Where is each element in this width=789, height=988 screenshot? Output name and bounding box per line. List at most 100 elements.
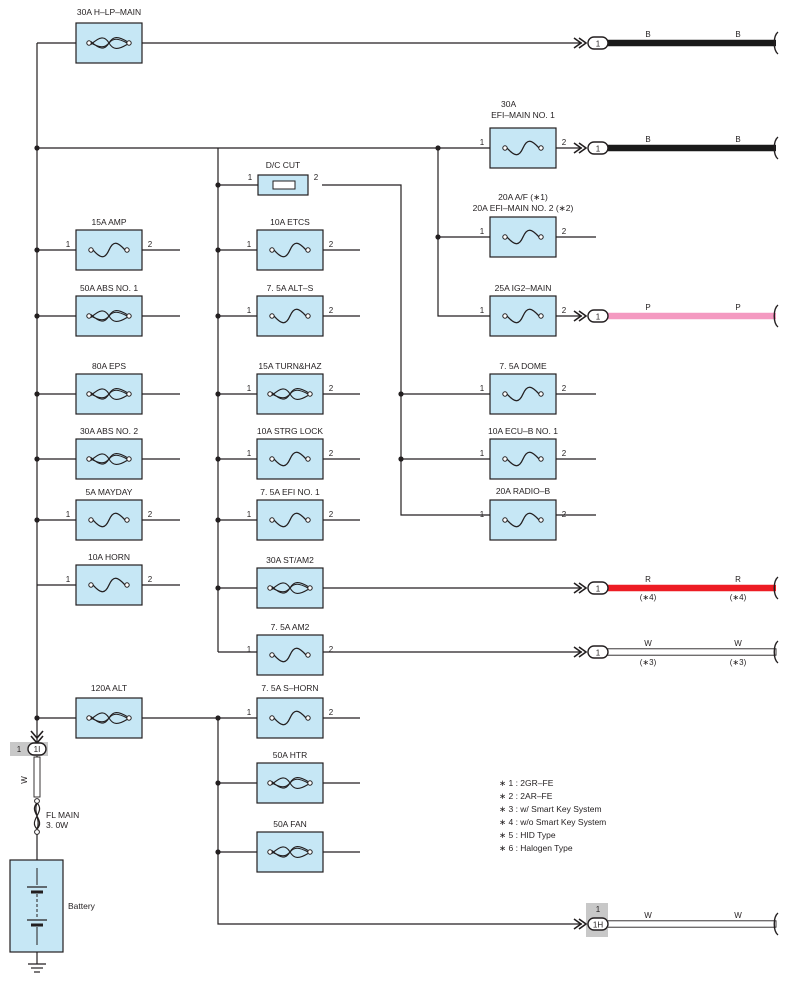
harness-break <box>773 136 779 160</box>
pin-1-label: 1 <box>480 384 485 393</box>
pin-1-label: 1 <box>247 384 252 393</box>
fuse-ig2-main-label: 25A IG2–MAIN <box>495 283 552 293</box>
battery-label: Battery <box>68 901 96 911</box>
fl-main-terminal <box>34 798 40 804</box>
pin-2-label: 2 <box>562 384 567 393</box>
junction-dot <box>34 456 40 462</box>
wire-color-label: B <box>735 135 740 144</box>
connector-1i-label: 1I <box>34 745 41 754</box>
connector-1-a-label: 1 <box>596 40 601 49</box>
pin-1-label: 1 <box>247 510 252 519</box>
harness-break <box>773 912 779 936</box>
pin-1-label: 1 <box>66 240 71 249</box>
harness-break <box>773 576 779 600</box>
junction-dot <box>215 517 221 523</box>
wire-color-label: B <box>645 30 650 39</box>
fuse-turn-haz-label: 15A TURN&HAZ <box>258 361 321 371</box>
fl-main-label: FL MAIN <box>46 810 79 820</box>
pin-2-label: 2 <box>329 510 334 519</box>
pin-2-label: 2 <box>562 449 567 458</box>
pin-1-label: 1 <box>480 138 485 147</box>
fuse-ecu-b1-label: 10A ECU–B NO. 1 <box>488 426 558 436</box>
wire-note: (∗4) <box>730 593 747 602</box>
pin-2-label: 2 <box>314 173 319 182</box>
pin-1-label: 1 <box>480 306 485 315</box>
pin-2-label: 2 <box>562 138 567 147</box>
connector-1-a <box>587 36 609 50</box>
connector-1-b-label: 1 <box>596 145 601 154</box>
fuse-efi-main1-label-a: 30A <box>501 99 516 109</box>
junction-dot <box>34 715 40 721</box>
connector-1-b <box>587 141 609 155</box>
legend-item: ∗ 2 : 2AR–FE <box>499 791 553 801</box>
connector-1i <box>27 742 47 756</box>
junction-dot <box>215 391 221 397</box>
junction-dot <box>215 456 221 462</box>
legend-item: ∗ 3 : w/ Smart Key System <box>499 804 602 814</box>
pin-2-label: 2 <box>148 510 153 519</box>
pin-2-label: 2 <box>329 645 334 654</box>
wire-note: (∗4) <box>640 593 657 602</box>
junction-dot <box>215 585 221 591</box>
fuse-s-horn-label: 7. 5A S–HORN <box>261 683 318 693</box>
pin-1-label: 1 <box>247 708 252 717</box>
connector-1i-pin: 1 <box>17 745 22 754</box>
wire-color-label: W <box>734 639 742 648</box>
pin-2-label: 2 <box>562 510 567 519</box>
pin-2-label: 2 <box>329 240 334 249</box>
wire-color-label: B <box>645 135 650 144</box>
wire-note: (∗3) <box>640 658 657 667</box>
junction-dot <box>34 517 40 523</box>
fuse-strg-lock-label: 10A STRG LOCK <box>257 426 323 436</box>
connector-1-d <box>587 581 609 595</box>
connector-1h-label: 1H <box>593 921 603 930</box>
pin-2-label: 2 <box>562 306 567 315</box>
wire-color-label: W <box>644 639 652 648</box>
wire-color-label: W <box>644 911 652 920</box>
junction-dot <box>398 391 404 397</box>
junction-dot <box>435 234 441 240</box>
connector-1-c-label: 1 <box>596 313 601 322</box>
fuse-af-box <box>489 216 557 258</box>
pin-2-label: 2 <box>329 449 334 458</box>
wire-color-label: W <box>20 776 29 784</box>
pin-1-label: 1 <box>66 510 71 519</box>
fuse-h-lp-main-label: 30A H–LP–MAIN <box>77 7 141 17</box>
pin-2-label: 2 <box>329 384 334 393</box>
connector-1h <box>587 917 609 931</box>
pin-2-label: 2 <box>148 575 153 584</box>
junction-dot <box>398 456 404 462</box>
pin-1-label: 1 <box>247 306 252 315</box>
connector-1-e <box>587 645 609 659</box>
pin-1-label: 1 <box>480 227 485 236</box>
fuse-st-am2-label: 30A ST/AM2 <box>266 555 314 565</box>
wire-ig2-in <box>437 148 490 317</box>
fuse-htr-label: 50A HTR <box>273 750 308 760</box>
pin-1-label: 1 <box>248 173 253 182</box>
pin-1-label: 1 <box>247 645 252 654</box>
junction-dot <box>215 849 221 855</box>
wire-color-label: W <box>734 911 742 920</box>
wire-color-label: P <box>645 303 650 312</box>
wire-white-1 <box>605 648 777 656</box>
harness-break <box>773 304 779 328</box>
junction-dot <box>34 313 40 319</box>
fl-main-rating: 3. 0W <box>46 820 68 830</box>
harness-break <box>773 31 779 55</box>
junction-dot <box>34 391 40 397</box>
fuse-am2-label: 7. 5A AM2 <box>271 622 310 632</box>
fuse-abs2-label: 30A ABS NO. 2 <box>80 426 138 436</box>
fuse-fan-label: 50A FAN <box>273 819 307 829</box>
junction-dot <box>215 715 221 721</box>
wire-dc-branch <box>322 184 490 516</box>
fuse-af-label-a: 20A A/F (∗1) <box>498 192 548 202</box>
fuse-horn-label: 10A HORN <box>88 552 130 562</box>
connector-1-e-label: 1 <box>596 649 601 658</box>
pin-1-label: 1 <box>480 449 485 458</box>
wire-white-2 <box>605 920 777 928</box>
pin-2-label: 2 <box>329 708 334 717</box>
bus-alt <box>217 718 582 925</box>
